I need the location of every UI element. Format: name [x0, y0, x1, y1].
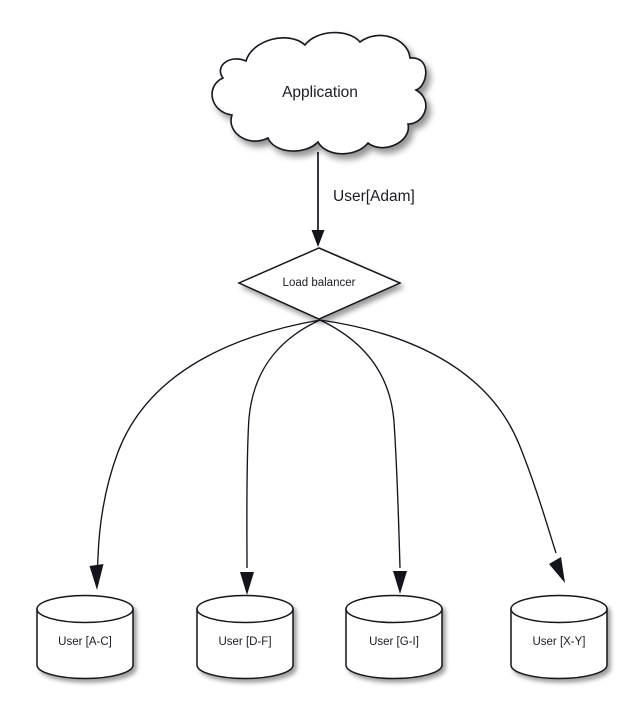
database-node-3[interactable]: User [G-I]: [345, 594, 443, 680]
load-balancer-label: Load balancer: [283, 277, 356, 289]
database-label-1: User [A-C]: [58, 636, 112, 648]
cloud-icon: [211, 31, 427, 155]
connector-to-db-1: [97, 319, 321, 558]
arrowhead-icon-balancer: [311, 230, 325, 247]
database-cylinder-icon-2: [196, 608, 294, 680]
arrowhead-icon-db-1: [89, 564, 104, 590]
connector-to-db-3: [319, 319, 401, 569]
connector-to-db-4: [319, 319, 557, 554]
database-node-4[interactable]: User [X-Y]: [510, 594, 608, 680]
cloud-label: Application: [282, 84, 358, 101]
arrowhead-icon-db-2: [240, 572, 254, 595]
application-cloud-node[interactable]: Application: [211, 31, 427, 155]
arrowhead-icon-db-4: [549, 557, 565, 583]
database-node-1[interactable]: User [A-C]: [36, 594, 134, 680]
cylinder-top-ellipse-2: [196, 594, 294, 624]
database-cylinder-icon-3: [345, 608, 443, 680]
database-label-2: User [D-F]: [218, 636, 271, 648]
load-balancer-node[interactable]: Load balancer: [237, 247, 402, 320]
cylinder-top-ellipse-3: [345, 594, 443, 624]
database-label-4: User [X-Y]: [532, 636, 585, 648]
edge-label-user-adam: User[Adam]: [333, 188, 415, 205]
arrowhead-icon-db-3: [393, 571, 407, 594]
edge-cloud-to-balancer: User[Adam]: [311, 152, 415, 247]
database-cylinder-icon-4: [510, 608, 608, 680]
connector-to-db-1-tail: [96, 556, 99, 577]
database-cylinder-icon-1: [36, 608, 134, 680]
diamond-decision-icon: [237, 247, 402, 320]
database-label-3: User [G-I]: [369, 636, 419, 648]
connector-to-db-2: [246, 319, 321, 569]
cylinder-top-ellipse-4: [510, 594, 608, 624]
database-node-2[interactable]: User [D-F]: [196, 594, 294, 680]
balancer-fanout-connectors: [89, 319, 565, 595]
cylinder-top-ellipse-1: [36, 594, 134, 624]
